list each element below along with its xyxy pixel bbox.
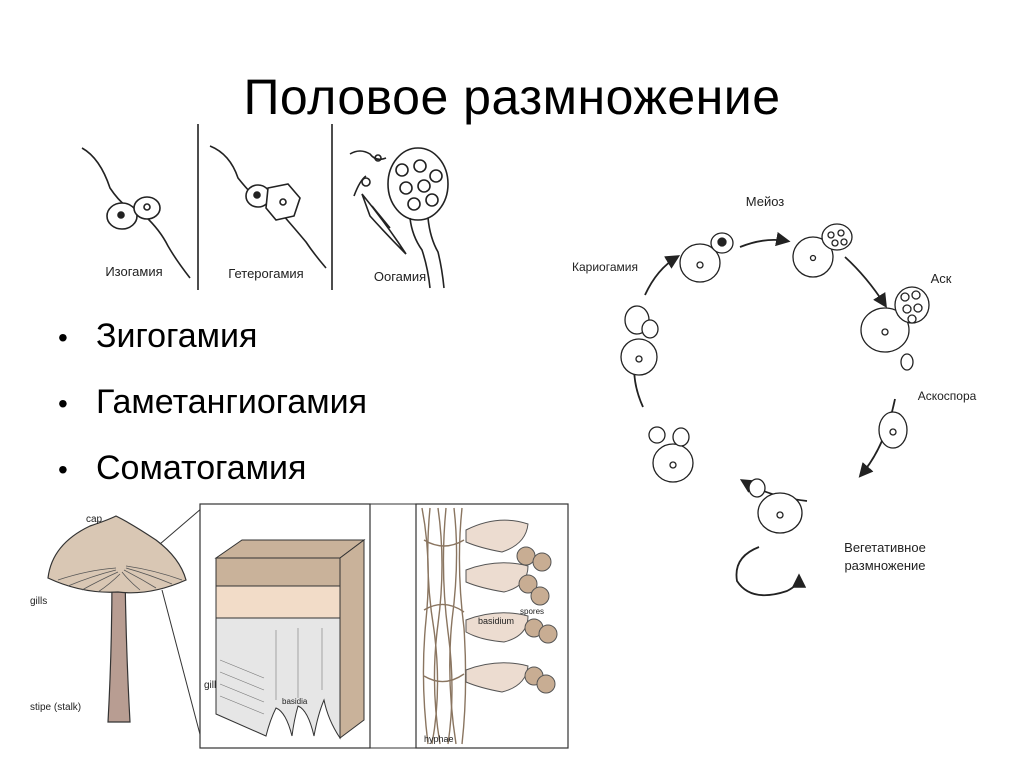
mushroom-structure-figure: cap gills stipe (stalk) gill basidia bbox=[30, 503, 569, 749]
bullet-item: • Соматогамия bbox=[58, 444, 367, 510]
gill-block-drawing bbox=[214, 539, 366, 740]
cycle-arrow bbox=[858, 398, 896, 478]
pointer-line bbox=[161, 589, 203, 743]
bullet-dot: • bbox=[58, 388, 68, 419]
gills-label: gills bbox=[30, 596, 47, 607]
cycle-arrow bbox=[844, 256, 887, 309]
slide-title: Половое размножение bbox=[243, 69, 781, 125]
vegetative-label-line1: Вегетативное bbox=[844, 540, 926, 555]
vegetative-label-line2: размножение bbox=[844, 558, 925, 573]
cap-label: cap bbox=[86, 514, 103, 525]
pointer-line bbox=[159, 507, 203, 545]
isogamy-label: Изогамия bbox=[105, 264, 162, 279]
ascospore-cells bbox=[878, 353, 914, 449]
heterogamy-drawing bbox=[209, 145, 327, 269]
spores bbox=[516, 546, 558, 694]
mushroom-drawing bbox=[47, 515, 187, 723]
bullet-dot: • bbox=[58, 322, 68, 353]
bullet-item: • Гаметангиогамия bbox=[58, 378, 367, 444]
ascus-label: Аск bbox=[931, 271, 952, 286]
oogamy-label: Оогамия bbox=[374, 269, 426, 284]
meiosis-cell bbox=[792, 223, 853, 278]
ascus-cell bbox=[860, 286, 930, 353]
meiosis-label: Мейоз bbox=[746, 194, 785, 209]
stipe-label: stipe (stalk) bbox=[30, 702, 81, 713]
basidium-label: basidium bbox=[478, 616, 514, 626]
budding-cell bbox=[748, 478, 803, 534]
bullet-item: • Зигогамия bbox=[58, 312, 367, 378]
basidia-label: basidia bbox=[282, 697, 308, 706]
stipe bbox=[107, 571, 131, 723]
heterogamy-label: Гетерогамия bbox=[228, 266, 303, 281]
hyphae-label: hyphae bbox=[424, 734, 454, 744]
bullet-text-somatogamy: Соматогамия bbox=[96, 449, 307, 487]
bullet-text-zygogamy: Зигогамия bbox=[96, 317, 258, 355]
gamy-types-figure: Изогамия Гетерогамия Оогамия bbox=[81, 124, 449, 290]
life-cycle-diagram: Мейоз Кариогамия Аск Аскоспора Вегетатив… bbox=[572, 194, 977, 597]
mushroom-cap bbox=[47, 515, 187, 594]
gill-label: gill bbox=[204, 680, 216, 691]
karyogamy-cell bbox=[679, 232, 734, 283]
bullet-dot: • bbox=[58, 454, 68, 485]
bullet-list: • Зигогамия • Гаметангиогамия • Соматогамия bbox=[58, 312, 367, 510]
spores-label: spores bbox=[520, 607, 544, 616]
vegetative-arrow bbox=[735, 546, 807, 597]
cycle-arrow bbox=[739, 231, 791, 248]
cycle-arrow bbox=[644, 255, 681, 296]
hyphae-drawing bbox=[421, 507, 467, 745]
bullet-text-gametangiogamy: Гаметангиогамия bbox=[96, 383, 368, 421]
karyogamy-label: Кариогамия bbox=[572, 260, 638, 274]
oogamy-drawing bbox=[349, 147, 449, 289]
basidia-cells bbox=[465, 519, 529, 693]
ascospore-label: Аскоспора bbox=[918, 389, 977, 403]
isogamy-drawing bbox=[81, 147, 191, 279]
zygote-cell bbox=[620, 305, 659, 376]
conjugating-cell bbox=[648, 426, 694, 483]
